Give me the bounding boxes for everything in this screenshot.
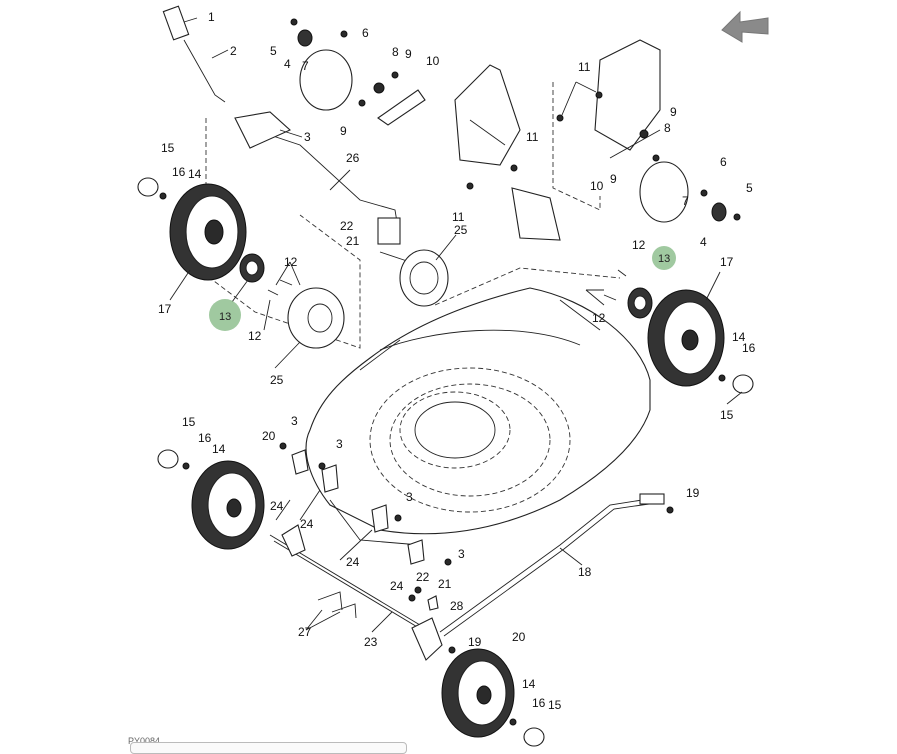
top-drive-pulley bbox=[290, 18, 399, 111]
label-9d: 9 bbox=[610, 172, 617, 186]
label-14c: 14 bbox=[212, 442, 226, 456]
label-28: 28 bbox=[450, 599, 464, 613]
highlight-badge-13-left[interactable] bbox=[209, 299, 241, 331]
hubcap-center bbox=[399, 249, 449, 307]
direction-arrow-icon bbox=[721, 10, 769, 43]
front-axle bbox=[269, 524, 443, 661]
deck-brackets bbox=[279, 442, 452, 566]
wheel-cap-right bbox=[718, 374, 754, 394]
label-1: 1 bbox=[208, 10, 215, 24]
label-25: 25 bbox=[454, 223, 468, 237]
label-16c: 16 bbox=[198, 431, 212, 445]
right-bracket bbox=[556, 39, 661, 162]
label-24d: 24 bbox=[390, 579, 404, 593]
label-21b: 21 bbox=[438, 577, 452, 591]
label-3: 3 bbox=[304, 130, 311, 144]
label-15d: 15 bbox=[548, 698, 562, 712]
label-3b: 3 bbox=[291, 414, 298, 428]
label-24c: 24 bbox=[346, 555, 360, 569]
label-4b: 4 bbox=[700, 235, 707, 249]
front-right-wheel bbox=[441, 648, 545, 747]
label-13-right: 13 bbox=[658, 253, 670, 265]
label-10b: 10 bbox=[590, 179, 604, 193]
figure-code: PY0084 bbox=[128, 736, 161, 746]
label-15b: 15 bbox=[720, 408, 734, 422]
label-17: 17 bbox=[158, 302, 172, 316]
label-5: 5 bbox=[270, 44, 277, 58]
label-12d: 12 bbox=[592, 311, 606, 325]
label-8b: 8 bbox=[664, 121, 671, 135]
label-14: 14 bbox=[188, 167, 202, 181]
label-20: 20 bbox=[262, 429, 276, 443]
rear-left-wheel bbox=[169, 183, 247, 281]
label-16: 16 bbox=[172, 165, 186, 179]
label-5b: 5 bbox=[746, 181, 753, 195]
label-24a: 24 bbox=[270, 499, 284, 513]
label-7: 7 bbox=[302, 59, 309, 73]
right-assembly-frame bbox=[434, 82, 621, 306]
axle-left bbox=[239, 124, 411, 263]
adjust-rod bbox=[439, 493, 674, 637]
label-27: 27 bbox=[298, 625, 312, 639]
label-4: 4 bbox=[284, 57, 291, 71]
label-12b: 12 bbox=[284, 255, 298, 269]
gear-right bbox=[627, 287, 653, 319]
height-adjust-lever bbox=[162, 5, 291, 149]
gear-left bbox=[239, 253, 265, 283]
label-10: 10 bbox=[426, 54, 440, 68]
label-20b: 20 bbox=[512, 630, 526, 644]
label-26: 26 bbox=[346, 151, 360, 165]
label-17b: 17 bbox=[720, 255, 734, 269]
label-25b: 25 bbox=[270, 373, 284, 387]
pins bbox=[267, 269, 627, 301]
label-6: 6 bbox=[362, 26, 369, 40]
label-16d: 16 bbox=[532, 696, 546, 710]
front-clips bbox=[317, 586, 456, 654]
label-14d: 14 bbox=[522, 677, 536, 691]
label-3c: 3 bbox=[336, 437, 343, 451]
rear-right-wheel bbox=[647, 289, 725, 387]
label-2: 2 bbox=[230, 44, 237, 58]
hubcap-left bbox=[287, 287, 345, 349]
label-18: 18 bbox=[578, 565, 592, 579]
label-9c: 9 bbox=[670, 105, 677, 119]
center-bracket bbox=[377, 64, 561, 241]
label-9b: 9 bbox=[340, 124, 347, 138]
label-7b: 7 bbox=[682, 194, 689, 208]
label-11: 11 bbox=[526, 130, 539, 144]
part-labels: 1 2 3 5 4 7 6 8 9 10 9 11 11 26 22 21 25… bbox=[158, 10, 756, 712]
label-11c: 11 bbox=[578, 60, 591, 74]
label-19b: 19 bbox=[468, 635, 482, 649]
right-pulley bbox=[639, 161, 741, 223]
label-11b: 11 bbox=[452, 210, 465, 224]
label-3e: 3 bbox=[458, 547, 465, 561]
label-22b: 22 bbox=[416, 570, 430, 584]
label-15: 15 bbox=[161, 141, 175, 155]
label-14b: 14 bbox=[732, 330, 746, 344]
label-23: 23 bbox=[364, 635, 378, 649]
label-22: 22 bbox=[340, 219, 354, 233]
highlight-badge-13-right[interactable] bbox=[652, 246, 676, 270]
label-12a: 12 bbox=[248, 329, 262, 343]
front-left-wheel bbox=[157, 449, 265, 550]
label-19: 19 bbox=[686, 486, 700, 500]
wheel-cap-left-upper bbox=[137, 177, 167, 200]
label-13-left: 13 bbox=[219, 311, 231, 323]
label-12c: 12 bbox=[632, 238, 646, 252]
label-16b: 16 bbox=[742, 341, 756, 355]
leader-lines bbox=[169, 17, 743, 633]
label-21: 21 bbox=[346, 234, 360, 248]
mower-deck bbox=[305, 287, 651, 546]
label-9: 9 bbox=[405, 47, 412, 61]
label-8: 8 bbox=[392, 45, 399, 59]
label-24b: 24 bbox=[300, 517, 314, 531]
label-15c: 15 bbox=[182, 415, 196, 429]
label-3d: 3 bbox=[406, 490, 413, 504]
label-6b: 6 bbox=[720, 155, 727, 169]
